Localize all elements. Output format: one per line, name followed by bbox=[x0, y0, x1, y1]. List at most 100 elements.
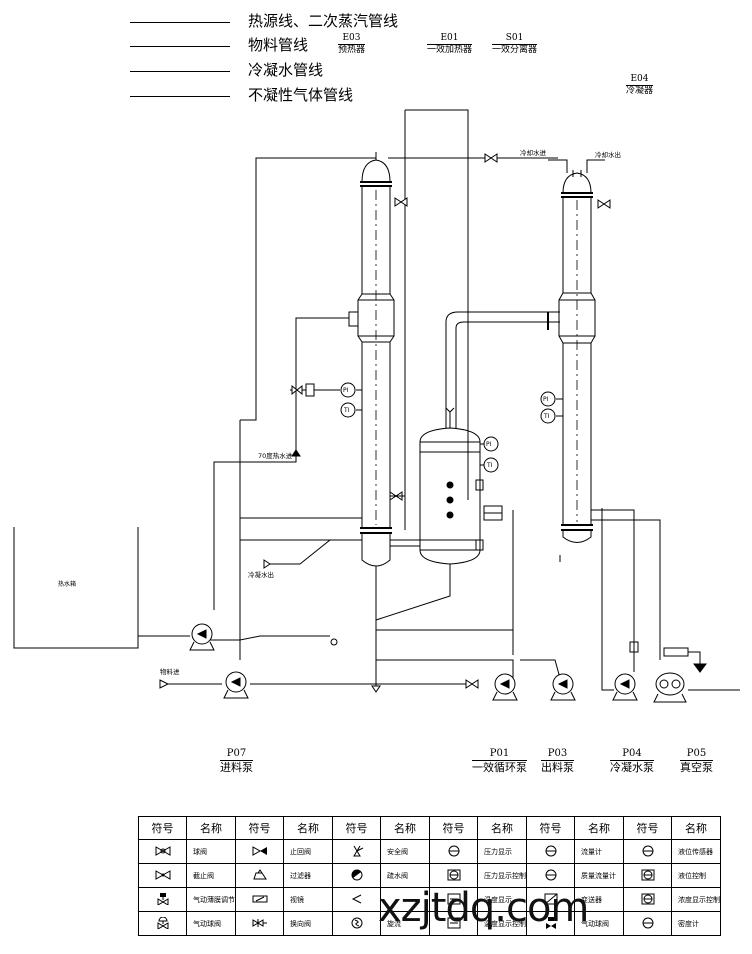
symbol-name: 止回阀 bbox=[283, 839, 333, 864]
globe-valve-icon bbox=[138, 863, 187, 888]
legend-label-material: 物料管线 bbox=[248, 36, 309, 54]
sight-glass-icon bbox=[235, 887, 284, 912]
pump-label-p03: P03 出料泵 bbox=[541, 748, 574, 774]
feed-in-label: 物料进 bbox=[160, 667, 180, 676]
symbol-name: 液位控制 bbox=[671, 863, 721, 888]
level-sensor-icon bbox=[623, 839, 672, 864]
instruments: PI TI PI TI PI TI bbox=[340, 382, 556, 473]
pump-p01 bbox=[492, 673, 518, 701]
strainer-icon bbox=[235, 863, 284, 888]
equipment-code-e01: E01 bbox=[427, 33, 473, 45]
header-name: 名称 bbox=[477, 816, 527, 840]
pump-name-p04: 冷凝水泵 bbox=[610, 761, 654, 774]
symbol-name: 视镜 bbox=[283, 887, 333, 912]
header-symbol: 符号 bbox=[332, 816, 381, 840]
header-name: 名称 bbox=[671, 816, 721, 840]
header-symbol: 符号 bbox=[235, 816, 284, 840]
flow-meter-icon bbox=[526, 839, 575, 864]
symbol-table-header: 符号 名称 符号 名称 符号 名称 符号 名称 符号 名称 符号 名称 bbox=[138, 816, 721, 840]
pneumatic-valve-icon bbox=[526, 911, 575, 936]
temperature-display-icon bbox=[429, 887, 478, 912]
table-row: 截止阀 过滤器 疏水阀 压力显示控制 质量流量计 液位控制 bbox=[138, 863, 721, 888]
pump-hot-water bbox=[189, 623, 215, 651]
pump-label-p05: P05 真空泵 bbox=[680, 748, 713, 774]
pressure-indicator-e04 bbox=[540, 391, 556, 407]
header-symbol: 符号 bbox=[429, 816, 478, 840]
ti-label-s01: TI bbox=[486, 462, 493, 469]
hot-water-tank-label: 热水箱 bbox=[58, 580, 76, 588]
symbol-name: 液位传感器 bbox=[671, 839, 721, 864]
drain-valve-icon bbox=[332, 863, 381, 888]
symbol-name: 密度计 bbox=[671, 911, 721, 936]
symbol-name: 压力显示 bbox=[477, 839, 527, 864]
ti-label-e04: TI bbox=[543, 413, 550, 420]
temperature-control-icon bbox=[429, 911, 478, 936]
vortex-icon bbox=[332, 911, 381, 936]
header-symbol: 符号 bbox=[623, 816, 672, 840]
symbol-name: 截止阀 bbox=[186, 863, 236, 888]
pressure-indicator-s01 bbox=[483, 436, 499, 452]
pressure-indicator-e03 bbox=[340, 382, 356, 398]
symbol-name: 气动球阀 bbox=[186, 911, 236, 936]
condensate-out-label: 冷凝水出 bbox=[248, 570, 274, 579]
symbol-name: 压力显示控制 bbox=[477, 863, 527, 888]
symbol-name: 变送器 bbox=[574, 887, 624, 912]
legend-label-condensate: 冷凝水管线 bbox=[248, 61, 324, 79]
equipment-name-e04: 冷凝器 bbox=[626, 86, 654, 96]
pump-p03 bbox=[550, 673, 576, 701]
ti-label-e03: TI bbox=[343, 407, 350, 414]
check-valve-icon bbox=[235, 839, 284, 864]
ball-valve-icon bbox=[138, 839, 187, 864]
pump-label-p04: P04 冷凝水泵 bbox=[610, 748, 654, 774]
pump-code-p03: P03 bbox=[541, 748, 574, 761]
equipment-name-e03: 预热器 bbox=[338, 45, 366, 55]
hot-water-in-label: 70度热水进 bbox=[258, 451, 293, 460]
pump-name-p01: 一效循环泵 bbox=[472, 761, 527, 774]
pumps bbox=[189, 623, 689, 703]
temperature-indicator-e04 bbox=[540, 408, 556, 424]
symbol-name: 换向阀 bbox=[283, 911, 333, 936]
symbol-name: 温度显示控制 bbox=[477, 911, 527, 936]
pump-p05 bbox=[653, 647, 689, 703]
symbol-name: 球阀 bbox=[186, 839, 236, 864]
vapor-pipe bbox=[445, 311, 560, 428]
equipment-code-e03: E03 bbox=[338, 33, 366, 45]
table-row: 气动球阀 换向阀 旋流 温度显示控制 气动球阀 密度计 bbox=[138, 911, 721, 936]
density-meter-icon bbox=[623, 911, 672, 936]
concentration-control-icon bbox=[623, 887, 672, 912]
reducer-icon bbox=[332, 887, 381, 912]
equipment-code-s01: S01 bbox=[492, 33, 538, 45]
symbol-name: 气动薄膜调节阀 bbox=[186, 887, 236, 912]
pump-name-p05: 真空泵 bbox=[680, 761, 713, 774]
hot-water-tank: 热水箱 bbox=[13, 527, 139, 649]
equipment-name-e01: 一效加热器 bbox=[427, 45, 473, 55]
header-name: 名称 bbox=[186, 816, 236, 840]
legend-line-material bbox=[130, 46, 230, 47]
pi-label-s01: PI bbox=[486, 441, 492, 448]
legend-line-heat bbox=[130, 22, 230, 23]
pump-name-p03: 出料泵 bbox=[541, 761, 574, 774]
symbol-name: 安全阀 bbox=[380, 839, 430, 864]
equipment-label-e01: E01 一效加热器 bbox=[427, 33, 473, 56]
symbol-name: 过滤器 bbox=[283, 863, 333, 888]
pump-label-p07: P07 进料泵 bbox=[220, 748, 253, 774]
equipment-label-e04: E04 冷凝器 bbox=[626, 74, 654, 97]
pi-label-e04: PI bbox=[543, 396, 549, 403]
pump-code-p04: P04 bbox=[610, 748, 654, 761]
pump-p04 bbox=[612, 673, 638, 701]
pump-label-p01: P01 一效循环泵 bbox=[472, 748, 527, 774]
symbol-legend-table: 符号 名称 符号 名称 符号 名称 符号 名称 符号 名称 符号 名称 球阀 止… bbox=[138, 816, 721, 936]
header-name: 名称 bbox=[283, 816, 333, 840]
pump-name-p07: 进料泵 bbox=[220, 761, 253, 774]
pneumatic-film-valve-icon bbox=[138, 887, 187, 912]
legend-label-gas: 不凝性气体管线 bbox=[248, 86, 354, 104]
header-symbol: 符号 bbox=[526, 816, 575, 840]
pressure-display-icon bbox=[429, 839, 478, 864]
pump-p07 bbox=[223, 671, 249, 699]
header-symbol: 符号 bbox=[138, 816, 187, 840]
symbol-name: 气动球阀 bbox=[574, 911, 624, 936]
p04-valve bbox=[629, 640, 639, 653]
header-name: 名称 bbox=[574, 816, 624, 840]
equipment-code-e04: E04 bbox=[626, 74, 654, 86]
